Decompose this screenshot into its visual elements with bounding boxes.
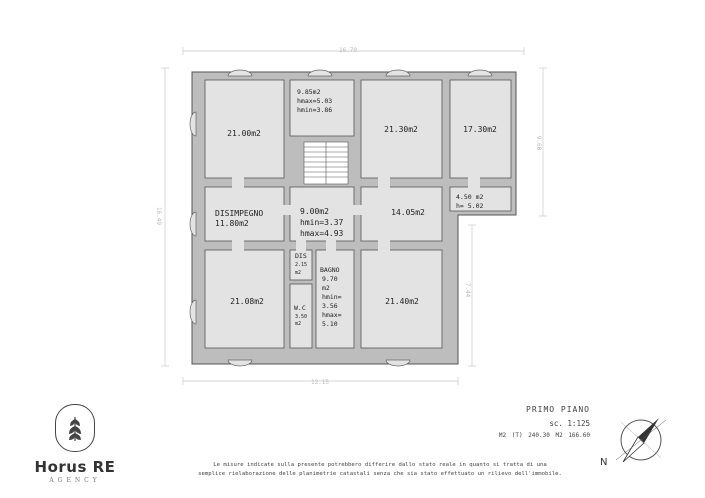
area-summary: M2 (T) 240.30 M2 166.60 xyxy=(498,432,590,439)
agency-subtitle: AGENCY xyxy=(49,477,101,484)
room-label-dis: DIS 2.15 m2 xyxy=(295,252,311,276)
compass-rose: N xyxy=(596,410,686,484)
scale-label: sc. 1:125 xyxy=(549,419,590,428)
room-label-bottom-right: 21.40m2 xyxy=(385,297,419,306)
room-label-center: 9.00m2 hmin=3.37 hmax=4.93 xyxy=(300,207,348,238)
title-block: PRIMO PIANO sc. 1:125 M2 (T) 240.30 M2 1… xyxy=(499,405,590,439)
disclaimer: Le misure indicate sulla presente potreb… xyxy=(180,461,580,479)
north-label: N xyxy=(600,457,607,468)
dimension-right-upper: 9.60 xyxy=(535,136,542,151)
disclaimer-line-2: semplice rielaborazione delle planimetri… xyxy=(198,471,562,477)
dimension-lines xyxy=(161,47,547,385)
agency-logo: Horus RE AGENCY xyxy=(30,404,120,484)
dimension-right-lower: 7.44 xyxy=(464,283,471,298)
room-label-top-center-right: 21.30m2 xyxy=(384,125,418,134)
room-label-right-small: 4.50 m2 h= 5.02 xyxy=(456,193,487,210)
staircase xyxy=(303,141,349,185)
windows xyxy=(189,69,493,367)
floor-title: PRIMO PIANO xyxy=(526,405,590,414)
room-label-top-right: 17.30m2 xyxy=(463,125,497,134)
room-label-top-small: 9.85m2 hmax=5.03 hmin=3.86 xyxy=(297,88,336,114)
rooms xyxy=(204,79,512,349)
room-label-bottom-left: 21.08m2 xyxy=(230,297,264,306)
agency-name: Horus RE xyxy=(34,458,116,476)
room-label-wc: W.C 3.50 m2 xyxy=(294,304,311,327)
room-label-top-left: 21.00m2 xyxy=(227,129,261,138)
dimension-left: 16.49 xyxy=(155,207,162,225)
disclaimer-line-1: Le misure indicate sulla presente potreb… xyxy=(213,462,547,468)
dimension-bottom: 12.15 xyxy=(311,379,329,386)
leaf-emblem-icon xyxy=(55,404,95,452)
room-label-middle-right: 14.05m2 xyxy=(391,208,425,217)
dimension-top: 16.70 xyxy=(339,47,357,54)
room-label-disimpegno: DISIMPEGNO 11.80m2 xyxy=(215,209,268,228)
room-label-bagno: BAGNO 9.70 m2 hmin= 3.56 hmax= 5.10 xyxy=(320,266,346,328)
doors xyxy=(232,176,480,252)
